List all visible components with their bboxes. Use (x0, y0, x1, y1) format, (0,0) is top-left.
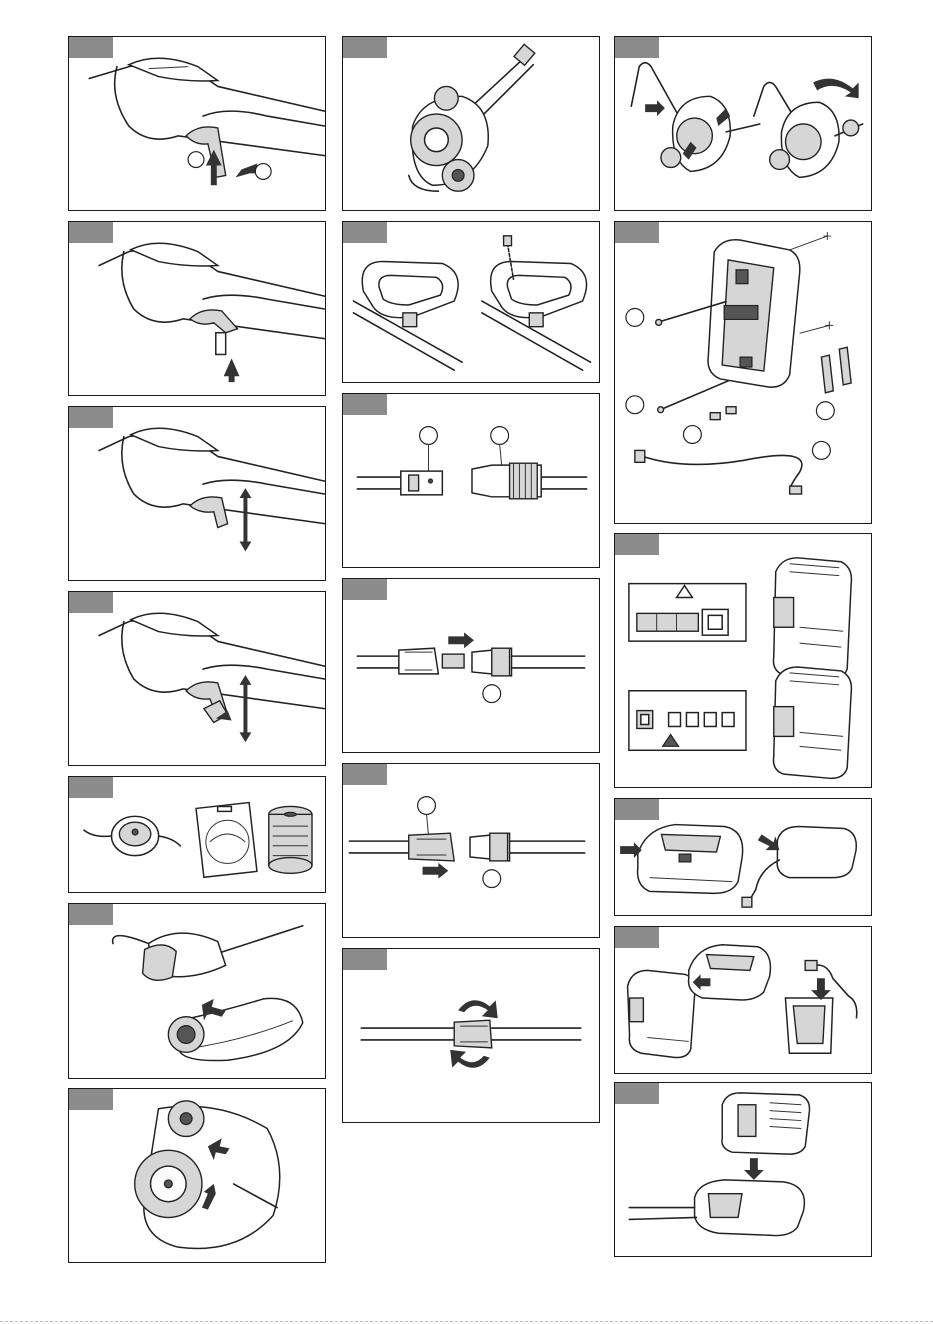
callout-circle (483, 685, 501, 703)
panel-handle-lever-a (68, 36, 326, 211)
shaft-rotate-illustration (343, 949, 599, 1122)
shaft-connect-illustration (343, 579, 599, 752)
battery-insert-illustration (615, 1083, 871, 1256)
callout-circle (418, 797, 436, 815)
callout-circle (255, 164, 271, 180)
shaft-slide-illustration (343, 764, 599, 937)
trimmer-head-side-illustration (343, 37, 599, 210)
panel-guard-fit (68, 903, 326, 1079)
callout-circle (420, 427, 438, 445)
panel-charging-battery (614, 926, 872, 1074)
panel-shaft-parts (342, 393, 600, 568)
handle-lever-a-illustration (69, 37, 325, 210)
panel-battery-insert (614, 1082, 872, 1257)
handle-lever-d-illustration (69, 592, 325, 765)
battery-indicator-illustration (615, 534, 871, 787)
charger-and-adapter-illustration (615, 799, 871, 915)
callout-circle (491, 427, 509, 445)
panel-front-handle-fit (342, 221, 600, 383)
wall-bracket-kit-illustration (615, 222, 871, 523)
panel-shaft-slide (342, 763, 600, 938)
callout-circle (626, 309, 644, 327)
shaft-parts-illustration (343, 394, 599, 567)
panel-charger-and-adapter (614, 798, 872, 916)
panel-handle-lever-c (68, 406, 326, 581)
callout-circle (812, 441, 830, 459)
callout-circle (683, 426, 701, 444)
front-handle-fit-illustration (343, 222, 599, 382)
handle-lever-c-illustration (69, 407, 325, 580)
panel-shaft-rotate (342, 948, 600, 1123)
panel-edging-wheel-flip (614, 36, 872, 211)
panel-trimmer-head-side (342, 36, 600, 211)
trimmer-line-parts-illustration (69, 777, 325, 892)
panel-battery-indicator (614, 533, 872, 788)
panel-trimmer-line-parts (68, 776, 326, 893)
callout-circle (483, 870, 501, 888)
panel-guard-screw (68, 1088, 326, 1263)
panel-shaft-connect (342, 578, 600, 753)
guard-fit-illustration (69, 904, 325, 1078)
handle-lever-b-illustration (69, 222, 325, 395)
callout-circle (626, 396, 644, 414)
edging-wheel-flip-illustration (615, 37, 871, 210)
callout-circle (816, 402, 834, 420)
charging-battery-illustration (615, 927, 871, 1073)
panel-wall-bracket-kit (614, 221, 872, 524)
page-bottom-dashes (0, 1321, 933, 1322)
panel-handle-lever-b (68, 221, 326, 396)
panel-handle-lever-d (68, 591, 326, 766)
callout-circle (188, 152, 204, 168)
guard-screw-illustration (69, 1089, 325, 1262)
